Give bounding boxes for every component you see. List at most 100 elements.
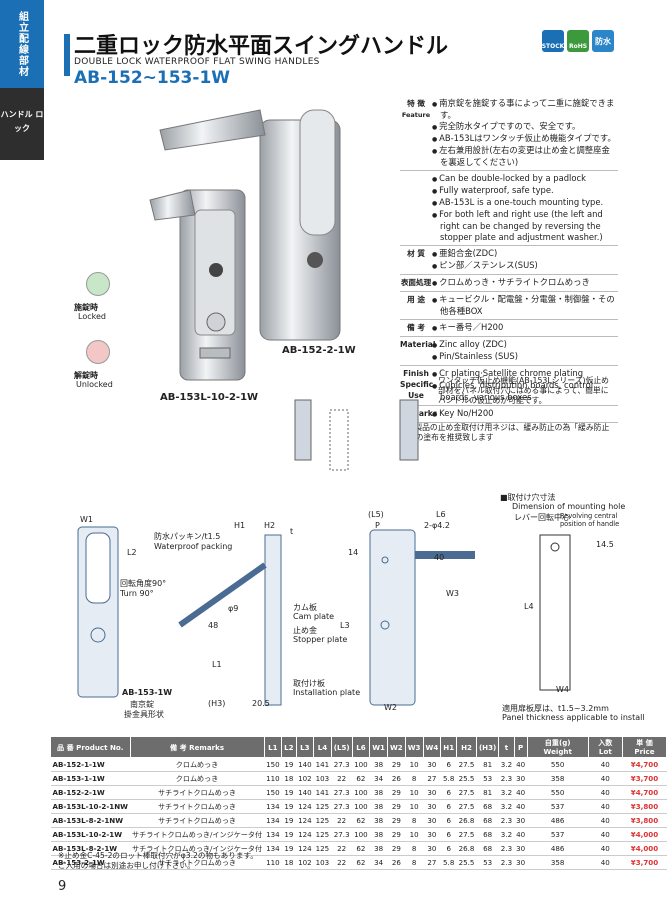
table-cell: 38	[369, 813, 388, 828]
sub-model-jp: 南京錠	[130, 700, 154, 709]
table-cell: 124	[296, 799, 314, 814]
table-cell: 81	[476, 757, 499, 772]
table-cell: 2.3	[498, 855, 515, 870]
table-cell: 134	[264, 827, 282, 842]
table-cell: 38	[369, 757, 388, 772]
front-view-keyhole-icon	[90, 627, 106, 643]
hole-title: ■取付け穴寸法	[500, 493, 556, 502]
table-cell: 5.8	[440, 855, 457, 870]
table-cell: 30	[423, 813, 441, 828]
onetouch-panel-hole	[329, 409, 349, 471]
spec-remarks-jp: 備 考 キー番号／H200	[400, 320, 618, 337]
dim-h3: (H3)	[208, 699, 226, 708]
table-cell: 25.5	[456, 855, 477, 870]
mounting-hole-outline	[539, 534, 571, 691]
table-cell: 6	[440, 813, 457, 828]
table-cell: 10	[405, 757, 423, 772]
table-cell: サチライトクロムめっき	[130, 785, 265, 800]
handle-large-lever	[159, 109, 266, 151]
table-cell: 68	[476, 799, 499, 814]
table-cell: 2.3	[498, 813, 515, 828]
table-cell: 141	[313, 757, 332, 772]
table-cell: 27	[423, 855, 441, 870]
spec-note: ※本製品の止め金取付け用ネジは、緩み防止の為「緩み防止剤」の塗布を推奨致します	[400, 423, 610, 442]
product-number-cell: AB-153-2-1W	[50, 855, 131, 870]
table-cell: 62	[352, 813, 370, 828]
product-number-cell: AB-152-1-1W	[50, 757, 131, 772]
col-header: 単 価 Price	[621, 736, 667, 758]
table-cell: 125	[313, 813, 332, 828]
col-header: 品 番 Product No.	[50, 736, 131, 758]
rear-view-body	[369, 529, 416, 706]
spec-material-jp: 材 質 亜鉛合金(ZDC)ピン部／ステンレス(SUS)	[400, 246, 618, 275]
col-header: 入数 Lot	[587, 736, 623, 758]
table-cell: 27.3	[331, 785, 353, 800]
table-cell: 38	[369, 799, 388, 814]
product-number-cell: AB-153-1-1W	[50, 771, 131, 786]
table-cell: 537	[527, 827, 589, 842]
table-cell: 30	[514, 855, 528, 870]
table-cell: 30	[514, 841, 528, 856]
table-cell: 6	[440, 827, 457, 842]
product-number-cell: AB-153L-8-2-1W	[50, 841, 131, 856]
product-number-cell: AB-153L-10-2-1NW	[50, 799, 131, 814]
price-cell: ¥4,700	[622, 785, 667, 800]
product-number-cell: AB-152-2-1W	[50, 785, 131, 800]
table-cell: 40	[588, 827, 623, 842]
table-cell: 29	[387, 785, 406, 800]
table-cell: 3.2	[498, 757, 515, 772]
dim-w2: W2	[384, 703, 397, 712]
spec-feature-en: Can be double-locked by a padlock Fully …	[400, 171, 618, 246]
table-cell: 27.3	[331, 827, 353, 842]
badge-group: STOCK RoHS 防水	[542, 30, 614, 52]
sub-model-label: AB-153-1W	[122, 688, 173, 697]
table-cell: 29	[387, 757, 406, 772]
table-cell: 40	[514, 799, 528, 814]
rohs-badge-icon: RoHS	[567, 30, 589, 52]
table-cell: 40	[588, 799, 623, 814]
table-cell: 62	[352, 771, 370, 786]
table-cell: 102	[296, 771, 314, 786]
table-cell: 550	[527, 757, 589, 772]
table-cell: 103	[313, 855, 332, 870]
table-cell: 29	[387, 799, 406, 814]
cam-label: カム板	[293, 603, 317, 612]
table-cell: 134	[264, 841, 282, 856]
table-cell: 68	[476, 827, 499, 842]
col-header: L4	[313, 736, 332, 758]
table-cell: 27.3	[331, 799, 353, 814]
spec-value: 南京錠を施錠する事によって二重に施錠できます。 完全防水タイプですので、安全です…	[432, 98, 618, 168]
table-cell: 30	[423, 785, 441, 800]
dim-h2: H2	[264, 521, 276, 530]
spec-material-en: Material Zinc alloy (ZDC)Pin/Stainless (…	[400, 337, 618, 366]
dim-w4: W4	[556, 685, 569, 694]
table-cell: 10	[405, 785, 423, 800]
table-cell: 19	[281, 785, 297, 800]
col-header: H2	[456, 736, 477, 758]
sidebar-category: 組立配線部材	[0, 0, 44, 88]
table-cell: 134	[264, 799, 282, 814]
table-cell: サチライトクロムめっき/インジケータ付	[130, 827, 265, 842]
dim-p: P	[375, 521, 380, 530]
table-cell: 30	[423, 827, 441, 842]
col-header: t	[498, 736, 515, 758]
handle-large-grip	[299, 109, 336, 236]
panel-label-en: Panel thickness applicable to install	[502, 713, 645, 722]
table-cell: 103	[313, 771, 332, 786]
table-cell: 125	[313, 799, 332, 814]
col-header: (H3)	[475, 736, 500, 758]
table-cell: 486	[527, 841, 589, 856]
table-cell: 40	[588, 771, 623, 786]
price-cell: ¥3,800	[622, 799, 667, 814]
table-cell: サチライトクロムめっき	[130, 799, 265, 814]
table-cell: 68	[476, 841, 499, 856]
table-cell: サチライトクロムめっき/インジケータ付	[130, 841, 265, 856]
table-cell: 30	[423, 757, 441, 772]
table-cell: 40	[588, 785, 623, 800]
table-cell: 22	[331, 855, 353, 870]
spec-use-jp: 用 途 キュービクル・配電盤・分電盤・制御盤・その他各種BOX	[400, 292, 618, 320]
onetouch-diagram	[294, 399, 419, 471]
